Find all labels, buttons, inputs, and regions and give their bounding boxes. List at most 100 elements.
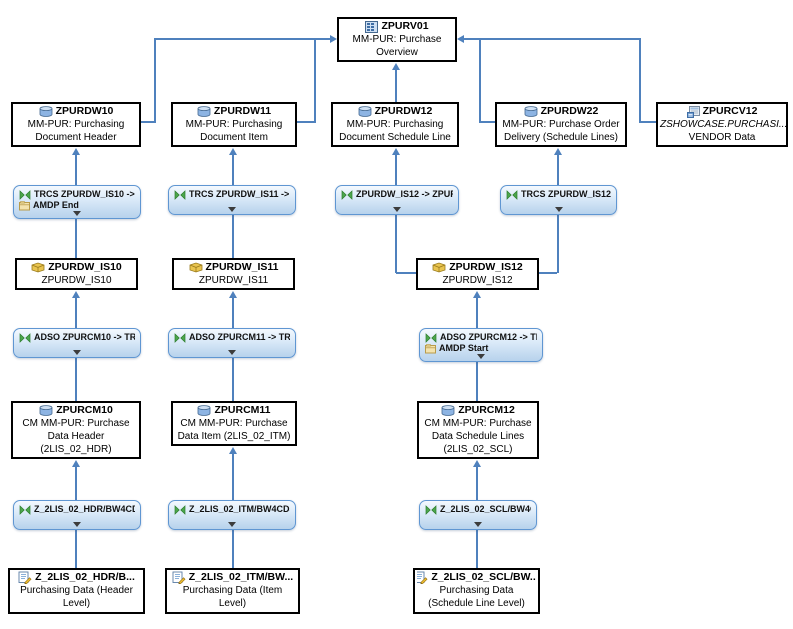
node-title: ZPURDW_IS10 [48, 261, 122, 273]
connector-line [314, 38, 316, 123]
transformation-trcs-zpurdw-is10-adso[interactable]: TRCS ZPURDW_IS10 -> ADSO... AMDP End [13, 185, 141, 219]
node-description: Purchasing Data (Schedule Line Level) [428, 585, 525, 609]
connector-arrow [392, 63, 400, 70]
node-zpurcm10[interactable]: ZPURCM10 CM MM-PUR: Purchase Data Header… [11, 401, 141, 459]
amdp-icon [19, 200, 30, 211]
connector-line [232, 154, 234, 185]
node-title: ZPURDW22 [540, 105, 599, 117]
connector-line [479, 38, 481, 123]
transformation-label: Z_2LIS_02_HDR/BW4CDS -> Z... [34, 504, 135, 514]
composite-provider-icon [686, 105, 700, 118]
connector-line [232, 453, 234, 500]
transformation-icon [174, 332, 186, 343]
transformation-adso-zpurcm12-trcs[interactable]: ADSO ZPURCM12 -> TRCS ZP... AMDP Start [419, 328, 543, 362]
connector-arrow [229, 447, 237, 454]
connector-arrow [72, 460, 80, 467]
infosource-icon [31, 262, 45, 273]
infosource-icon [432, 262, 446, 273]
amdp-icon [425, 343, 436, 354]
expand-arrow-icon[interactable] [474, 522, 482, 527]
expand-arrow-icon[interactable] [477, 354, 485, 359]
node-zpurdw22[interactable]: ZPURDW22 MM-PUR: Purchase Order Delivery… [495, 102, 627, 147]
database-icon [524, 106, 538, 117]
node-zpurcm12[interactable]: ZPURCM12 CM MM-PUR: Purchase Data Schedu… [417, 401, 539, 459]
node-title: ZPURDW10 [55, 105, 114, 117]
transformation-icon [425, 332, 437, 343]
transformation-label: TRCS ZPURDW_IS10 -> ADSO... [34, 189, 135, 199]
transformation-sublabel: AMDP Start [439, 343, 489, 353]
transformation-sublabel: AMDP End [33, 200, 79, 210]
connector-line [557, 215, 559, 273]
transformation-label: ADSO ZPURCM11 -> TRCS ZP... [189, 332, 290, 342]
expand-arrow-icon[interactable] [228, 522, 236, 527]
connector-arrow [473, 291, 481, 298]
connector-line [476, 362, 478, 401]
node-description: MM-PUR: Purchasing Document Header [27, 119, 125, 143]
node-zpurv01[interactable]: ZPURV01 MM-PUR: Purchase Overview [337, 17, 457, 62]
node-zpurdw12[interactable]: ZPURDW12 MM-PUR: Purchasing Document Sch… [331, 102, 459, 147]
query-icon [365, 20, 379, 33]
node-zpurcm11[interactable]: ZPURCM11 CM MM-PUR: Purchase Data Item (… [171, 401, 297, 446]
connector-line [232, 215, 234, 258]
connector-line [75, 358, 77, 401]
node-description: CM MM-PUR: Purchase Data Item (2LIS_02_I… [177, 418, 291, 442]
node-z2lis02hdr-datasource[interactable]: Z_2LIS_02_HDR/B... Purchasing Data (Head… [8, 568, 145, 614]
node-description: MM-PUR: Purchasing Document Item [185, 119, 283, 143]
transformation-trcs-zpurdw-is11-adso[interactable]: TRCS ZPURDW_IS11 -> ADSO... [168, 185, 296, 215]
database-icon [358, 106, 372, 117]
expand-arrow-icon[interactable] [73, 211, 81, 216]
transformation-icon [506, 189, 518, 200]
node-description: ZPURDW_IS11 [198, 275, 269, 286]
node-description: CM MM-PUR: Purchase Data Schedule Lines … [424, 418, 532, 455]
transformation-icon [19, 332, 31, 343]
node-title: Z_2LIS_02_HDR/B... [35, 571, 135, 583]
expand-arrow-icon[interactable] [73, 350, 81, 355]
transformation-zpurdw-is12-zpurdw12[interactable]: ZPURDW_IS12 -> ZPURDW12 [335, 185, 459, 215]
expand-arrow-icon[interactable] [73, 522, 81, 527]
connector-line [395, 154, 397, 185]
node-title: ZPURDW_IS11 [205, 261, 279, 273]
expand-arrow-icon[interactable] [228, 207, 236, 212]
transformation-adso-zpurcm11-trcs[interactable]: ADSO ZPURCM11 -> TRCS ZP... [168, 328, 296, 358]
connector-line [232, 530, 234, 568]
node-description: Purchasing Data (Header Level) [20, 585, 133, 609]
node-z2lis02scl-datasource[interactable]: Z_2LIS_02_SCL/BW... Purchasing Data (Sch… [413, 568, 540, 614]
connector-line [396, 272, 416, 274]
node-zpurdw10[interactable]: ZPURDW10 MM-PUR: Purchasing Document Hea… [11, 102, 141, 147]
node-z2lis02itm-datasource[interactable]: Z_2LIS_02_ITM/BW... Purchasing Data (Ite… [165, 568, 300, 614]
datasource-icon [417, 571, 428, 584]
connector-arrow [554, 148, 562, 155]
transformation-icon [19, 189, 31, 200]
transformation-z2lis02hdr-bw4cds[interactable]: Z_2LIS_02_HDR/BW4CDS -> Z... [13, 500, 141, 530]
connector-line [141, 121, 155, 123]
node-zpurdw11[interactable]: ZPURDW11 MM-PUR: Purchasing Document Ite… [171, 102, 297, 147]
transformation-label: TRCS ZPURDW_IS12 -> ADSO... [521, 189, 611, 199]
node-title: ZPURV01 [381, 20, 429, 32]
transformation-label: ADSO ZPURCM10 -> TRCS ZP... [34, 332, 135, 342]
node-zpurdw-is12[interactable]: ZPURDW_IS12 ZPURDW_IS12 [416, 258, 539, 290]
database-icon [39, 106, 53, 117]
node-zpurdw-is10[interactable]: ZPURDW_IS10 ZPURDW_IS10 [15, 258, 138, 290]
node-description: VENDOR Data [688, 132, 756, 143]
database-icon [197, 106, 211, 117]
connector-line [476, 466, 478, 500]
transformation-z2lis02scl-bw4cds[interactable]: Z_2LIS_02_SCL/BW4CDS -> Z... [419, 500, 537, 530]
node-zpurcv12[interactable]: ZPURCV12 ZSHOWCASE.PURCHASI... VENDOR Da… [656, 102, 788, 147]
transformation-z2lis02itm-bw4cds[interactable]: Z_2LIS_02_ITM/BW4CDS -> Z... [168, 500, 296, 530]
connector-line [297, 121, 315, 123]
expand-arrow-icon[interactable] [228, 350, 236, 355]
connector-line [639, 121, 656, 123]
transformation-label: ADSO ZPURCM12 -> TRCS ZP... [440, 332, 537, 342]
connector-line [395, 215, 397, 273]
transformation-trcs-zpurdw-is12-adso[interactable]: TRCS ZPURDW_IS12 -> ADSO... [500, 185, 617, 215]
node-zpurdw-is11[interactable]: ZPURDW_IS11 ZPURDW_IS11 [172, 258, 295, 290]
transformation-icon [19, 504, 31, 515]
connector-line [395, 69, 397, 102]
expand-arrow-icon[interactable] [393, 207, 401, 212]
transformation-icon [174, 504, 186, 515]
transformation-adso-zpurcm10-trcs[interactable]: ADSO ZPURCM10 -> TRCS ZP... [13, 328, 141, 358]
node-title: ZPURCV12 [702, 105, 758, 117]
expand-arrow-icon[interactable] [554, 207, 563, 212]
node-description: ZPURDW_IS12 [442, 275, 513, 286]
transformation-label: Z_2LIS_02_ITM/BW4CDS -> Z... [189, 504, 290, 514]
